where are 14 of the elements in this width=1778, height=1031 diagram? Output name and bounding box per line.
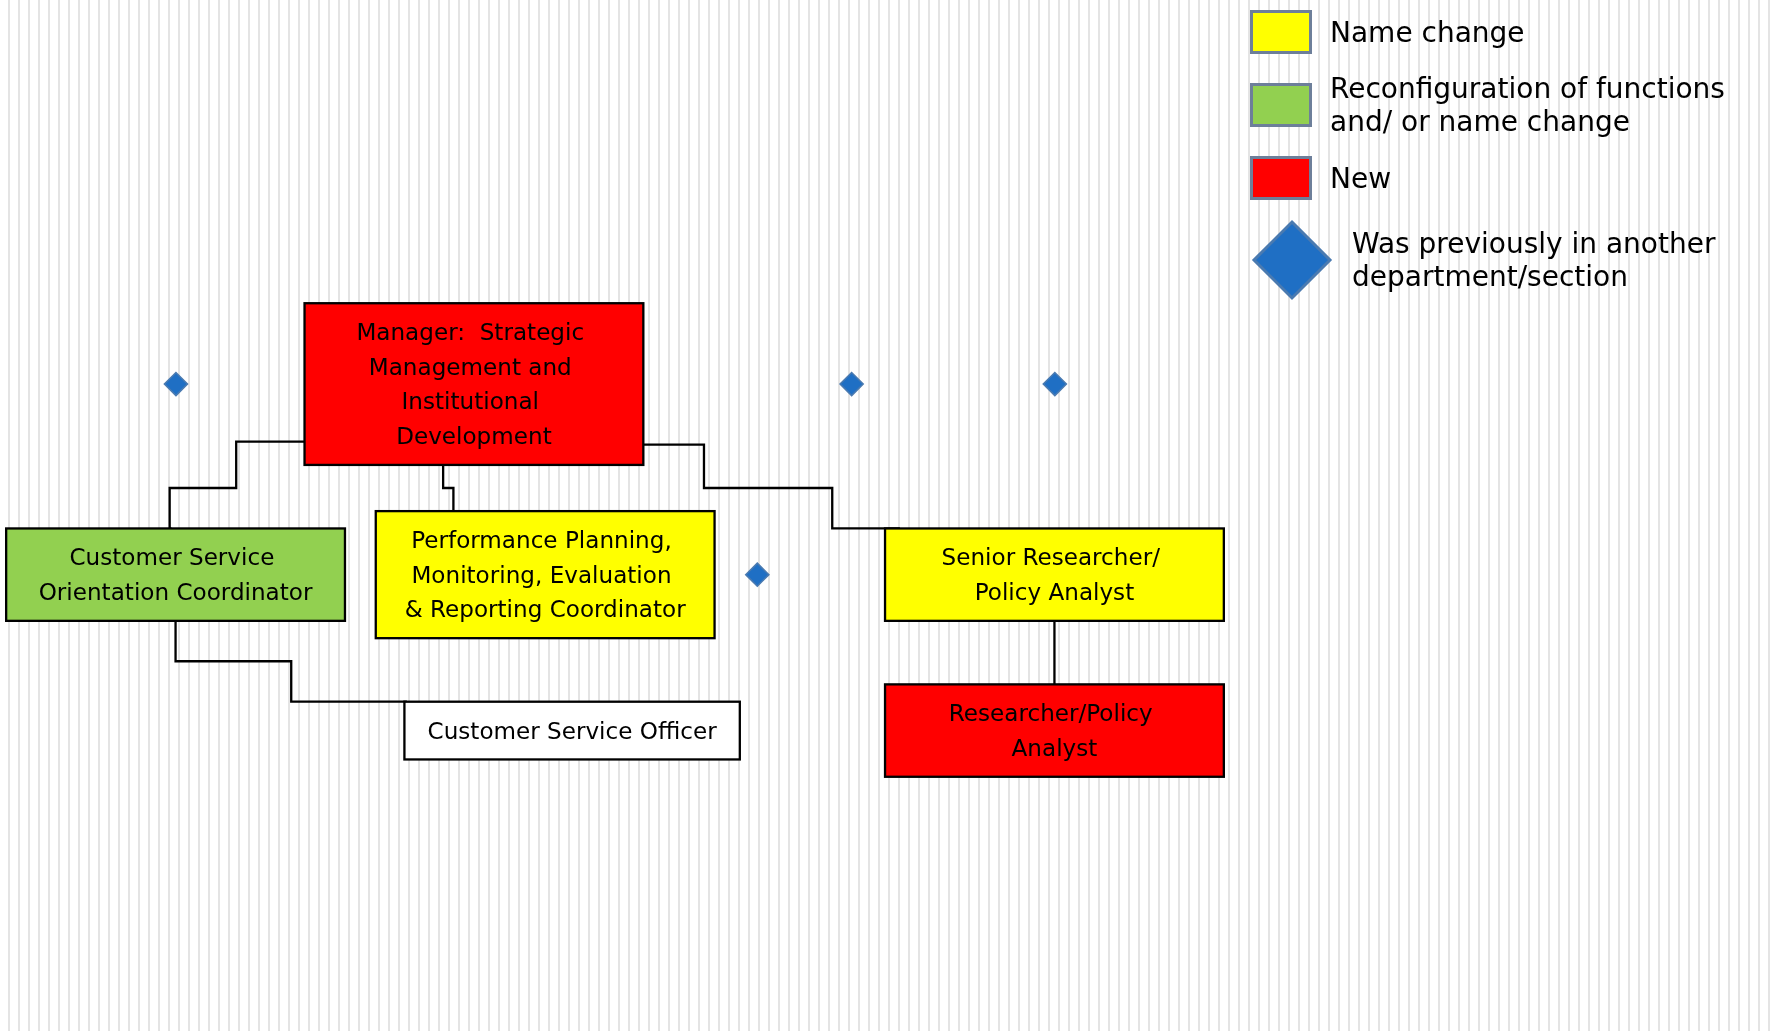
legend-label: Was previously in another department/section: [1352, 227, 1717, 293]
node-box: Manager: Strategic Management and Institutional Development: [303, 302, 645, 467]
node-box: Customer Service Orientation Coordinator: [5, 527, 347, 622]
legend-label: Reconfiguration of functions and/ or name change: [1330, 72, 1726, 138]
node-diamond: [744, 562, 770, 588]
node-box: Researcher/Policy Analyst: [883, 683, 1225, 778]
node-box: Performance Planning, Monitoring, Evaluation & Reporting Coordinator: [374, 509, 716, 640]
node-diamond: [839, 371, 865, 397]
node-diamond: [163, 371, 189, 397]
node-box: Customer Service Officer: [403, 700, 741, 761]
legend-label: New: [1330, 161, 1392, 195]
node-diamond: [1042, 371, 1068, 397]
node-box: Senior Researcher/ Policy Analyst: [883, 527, 1225, 622]
legend-label: Name change: [1330, 15, 1525, 49]
